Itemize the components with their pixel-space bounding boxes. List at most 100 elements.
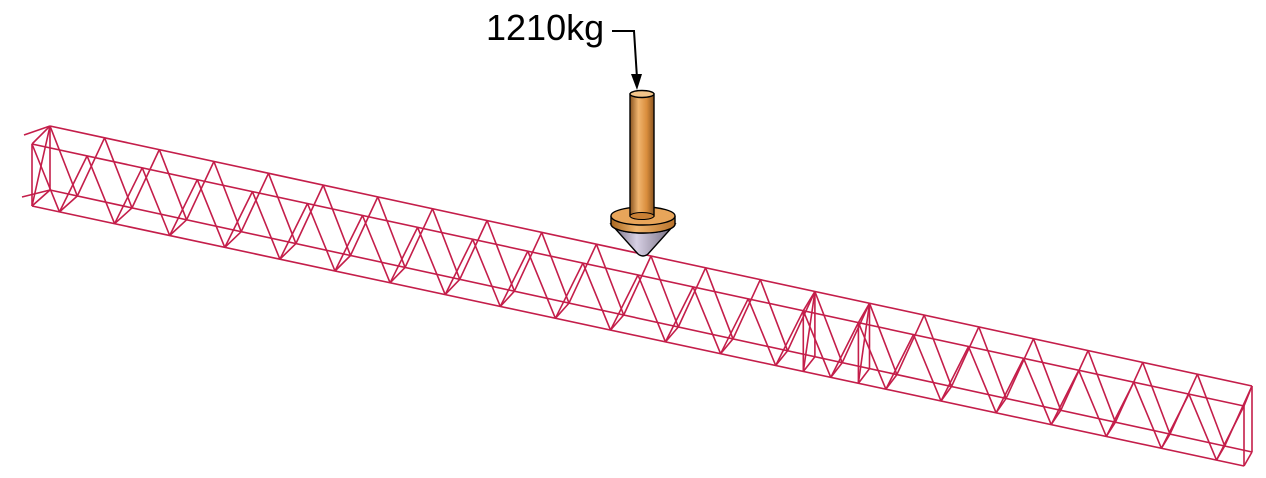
truss-diagonal	[1141, 362, 1171, 435]
truss-vertical	[802, 291, 816, 372]
truss-vertical	[857, 302, 871, 323]
truss-diagonal	[322, 184, 352, 256]
truss-diagonal	[912, 334, 942, 402]
truss-diagonal	[444, 278, 461, 296]
truss-diagonal	[664, 326, 679, 343]
truss-diagonal	[459, 220, 488, 280]
truss-diagonal	[664, 286, 694, 343]
truss-diagonal	[896, 314, 925, 375]
truss-diagonal	[950, 326, 980, 387]
truss-diagonal	[786, 291, 816, 352]
truss-diagonal	[279, 243, 297, 260]
truss-diagonal	[224, 231, 242, 248]
truss-diagonal	[677, 267, 707, 328]
truss-diagonal	[1196, 373, 1226, 447]
truss-diagonal	[334, 254, 352, 272]
truss-diagonal	[774, 310, 805, 366]
truss-diagonal	[141, 167, 171, 236]
truss-diagonal	[444, 238, 474, 295]
truss-diagonal	[196, 179, 226, 248]
truss-diagonal	[1077, 369, 1108, 437]
truss-diagonal	[213, 161, 242, 232]
truss-diagonal	[841, 302, 871, 364]
truss-diagonal	[1032, 338, 1062, 411]
truss-diagonal	[169, 219, 188, 237]
truss-diagonal	[732, 279, 762, 340]
truss-diagonal	[923, 314, 953, 387]
truss-diagonal	[486, 220, 516, 292]
truss-diagonal	[389, 266, 406, 284]
truss-diagonal	[513, 232, 543, 292]
truss-diagonal	[568, 243, 598, 304]
truss-diagonal	[719, 298, 749, 355]
pin-rod-top	[629, 89, 655, 99]
truss-diagonal	[113, 167, 143, 225]
truss-diagonal	[967, 346, 997, 414]
lattice-truss-beam	[21, 125, 1253, 467]
truss-diagonal	[857, 322, 887, 390]
truss-diagonal	[554, 262, 584, 319]
truss-chord	[49, 189, 1253, 453]
truss-diagonal	[830, 362, 843, 378]
truss-diagonal	[940, 386, 953, 402]
truss-diagonal	[609, 314, 625, 331]
truss-diagonal	[295, 184, 324, 244]
truss-diagonal	[361, 215, 391, 284]
truss-vertical	[802, 356, 816, 372]
truss-diagonal	[334, 215, 364, 272]
truss-diagonal	[1022, 358, 1052, 425]
truss-diagonal	[704, 267, 734, 340]
truss-diagonal	[114, 207, 133, 225]
chord-extension	[21, 189, 51, 198]
truss-diagonal	[158, 149, 188, 221]
truss-diagonal	[885, 374, 898, 390]
truss-vertical	[802, 291, 816, 312]
truss-diagonal	[471, 238, 502, 307]
truss-diagonal	[131, 149, 161, 209]
truss-vertical	[1243, 385, 1253, 407]
truss-diagonal	[404, 208, 434, 268]
truss-diagonal	[527, 250, 557, 319]
truss-diagonal	[416, 227, 446, 295]
truss-diagonal	[58, 155, 88, 213]
truss-vertical	[31, 125, 51, 145]
truss-diagonal	[1188, 393, 1218, 461]
truss-diagonal	[759, 279, 789, 352]
truss-diagonal	[306, 203, 336, 272]
truss-diagonal	[830, 322, 860, 378]
truss-diagonal	[1087, 350, 1117, 423]
truss-diagonal	[609, 274, 639, 331]
cylindrical-load-pin-icon	[609, 89, 677, 257]
load-label: 1210kg	[486, 7, 605, 48]
truss-diagonal	[499, 290, 515, 308]
truss-diagonal	[431, 208, 461, 280]
truss-diagonal	[168, 179, 199, 236]
truss-diagonal	[995, 397, 1007, 414]
truss-diagonal	[595, 243, 625, 316]
truss-diagonal	[267, 173, 297, 244]
truss-diagonal	[31, 143, 61, 213]
truss-diagonal	[240, 172, 270, 233]
pin-rod-base	[629, 212, 655, 220]
truss-diagonal	[86, 155, 116, 225]
truss-diagonal	[719, 338, 734, 355]
arrow-down-icon	[612, 30, 642, 90]
truss-chord	[31, 205, 1245, 467]
truss-diagonal	[251, 191, 281, 260]
truss-diagonal	[554, 302, 570, 319]
truss-diagonal	[540, 232, 570, 304]
truss-diagonal	[868, 303, 898, 375]
truss-diagonal	[650, 255, 680, 328]
truss-diagonal	[978, 326, 1007, 399]
truss-diagonal	[349, 196, 379, 256]
truss-diagonal	[622, 255, 652, 316]
truss-diagonal	[940, 346, 970, 402]
pin-rod	[629, 93, 655, 217]
truss-diagonal	[692, 286, 722, 355]
arrow-head	[631, 74, 642, 90]
truss-diagonal	[58, 195, 78, 213]
truss-diagonal	[499, 250, 529, 307]
truss-diagonal	[1215, 445, 1226, 461]
